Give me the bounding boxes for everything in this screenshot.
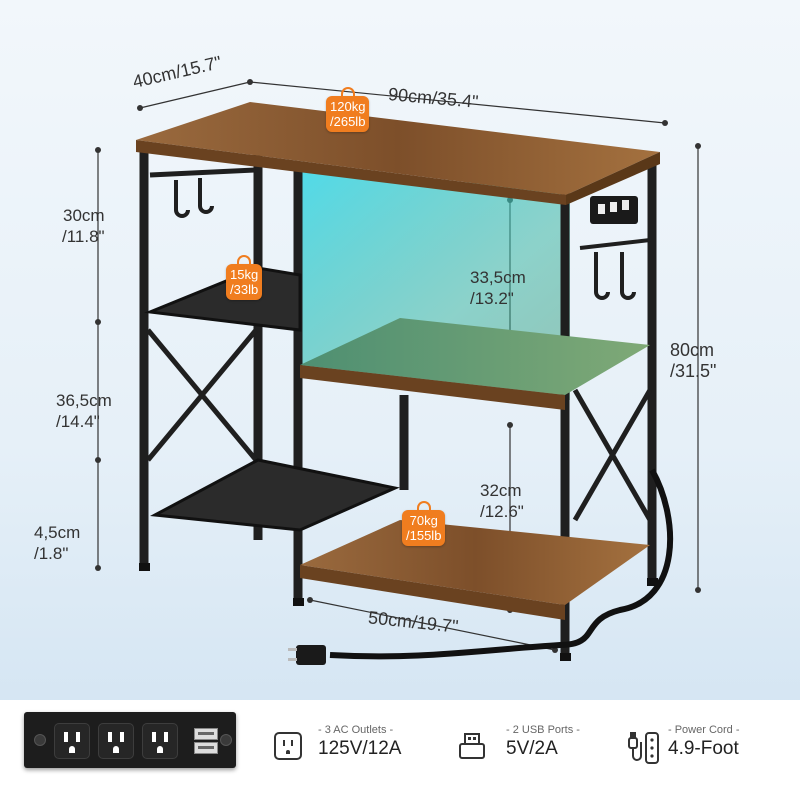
- lower-shelf-gap-label: 32cm/12.6": [480, 481, 524, 521]
- power-cord: [329, 468, 674, 660]
- top-board: [136, 102, 660, 195]
- usb-port: [194, 742, 218, 754]
- ac-outlet: [98, 723, 134, 759]
- usb-port-icon: [459, 733, 485, 759]
- top-gap-label: 30cm/11.8": [62, 206, 105, 246]
- power-cord-spec: - Power Cord - 4.9-Foot: [668, 724, 740, 759]
- product-scene: 40cm/15.7" 90cm/35.4" 30cm/11.8" 36,5cm/…: [34, 52, 717, 665]
- usb-port: [194, 728, 218, 740]
- power-strip-closeup: [24, 712, 236, 768]
- shelf-illustration: [95, 79, 701, 665]
- bottom-shelf: [300, 520, 650, 605]
- upper-mesh-shelf: [144, 266, 302, 332]
- bottom-gap-label: 4,5cm/1.8": [34, 523, 81, 563]
- top-load-tag: 120kg/265lb: [326, 87, 370, 132]
- mid-gap-label: 36,5cm/14.4": [56, 391, 112, 431]
- bottom-load-tag: 70kg/155lb: [402, 501, 446, 546]
- ac-outlet: [142, 723, 178, 759]
- power-plug: [296, 645, 326, 665]
- usb-port-spec: - 2 USB Ports - 5V/2A: [506, 724, 580, 759]
- lower-mesh-shelf: [149, 458, 400, 532]
- ac-outlet-spec: - 3 AC Outlets - 125V/12A: [318, 724, 402, 759]
- power-cord-icon: [628, 732, 659, 764]
- mesh-load-tag: 15kg/33lb: [226, 255, 263, 300]
- upper-shelf-gap-label: 33,5cm/13.2": [470, 268, 526, 308]
- height-label: 80cm/31.5": [670, 340, 717, 381]
- ac-outlet-icon: [274, 732, 302, 760]
- hooks: [174, 178, 651, 300]
- middle-shelf: [300, 318, 650, 395]
- ac-outlet: [54, 723, 90, 759]
- cross-braces: [146, 167, 653, 522]
